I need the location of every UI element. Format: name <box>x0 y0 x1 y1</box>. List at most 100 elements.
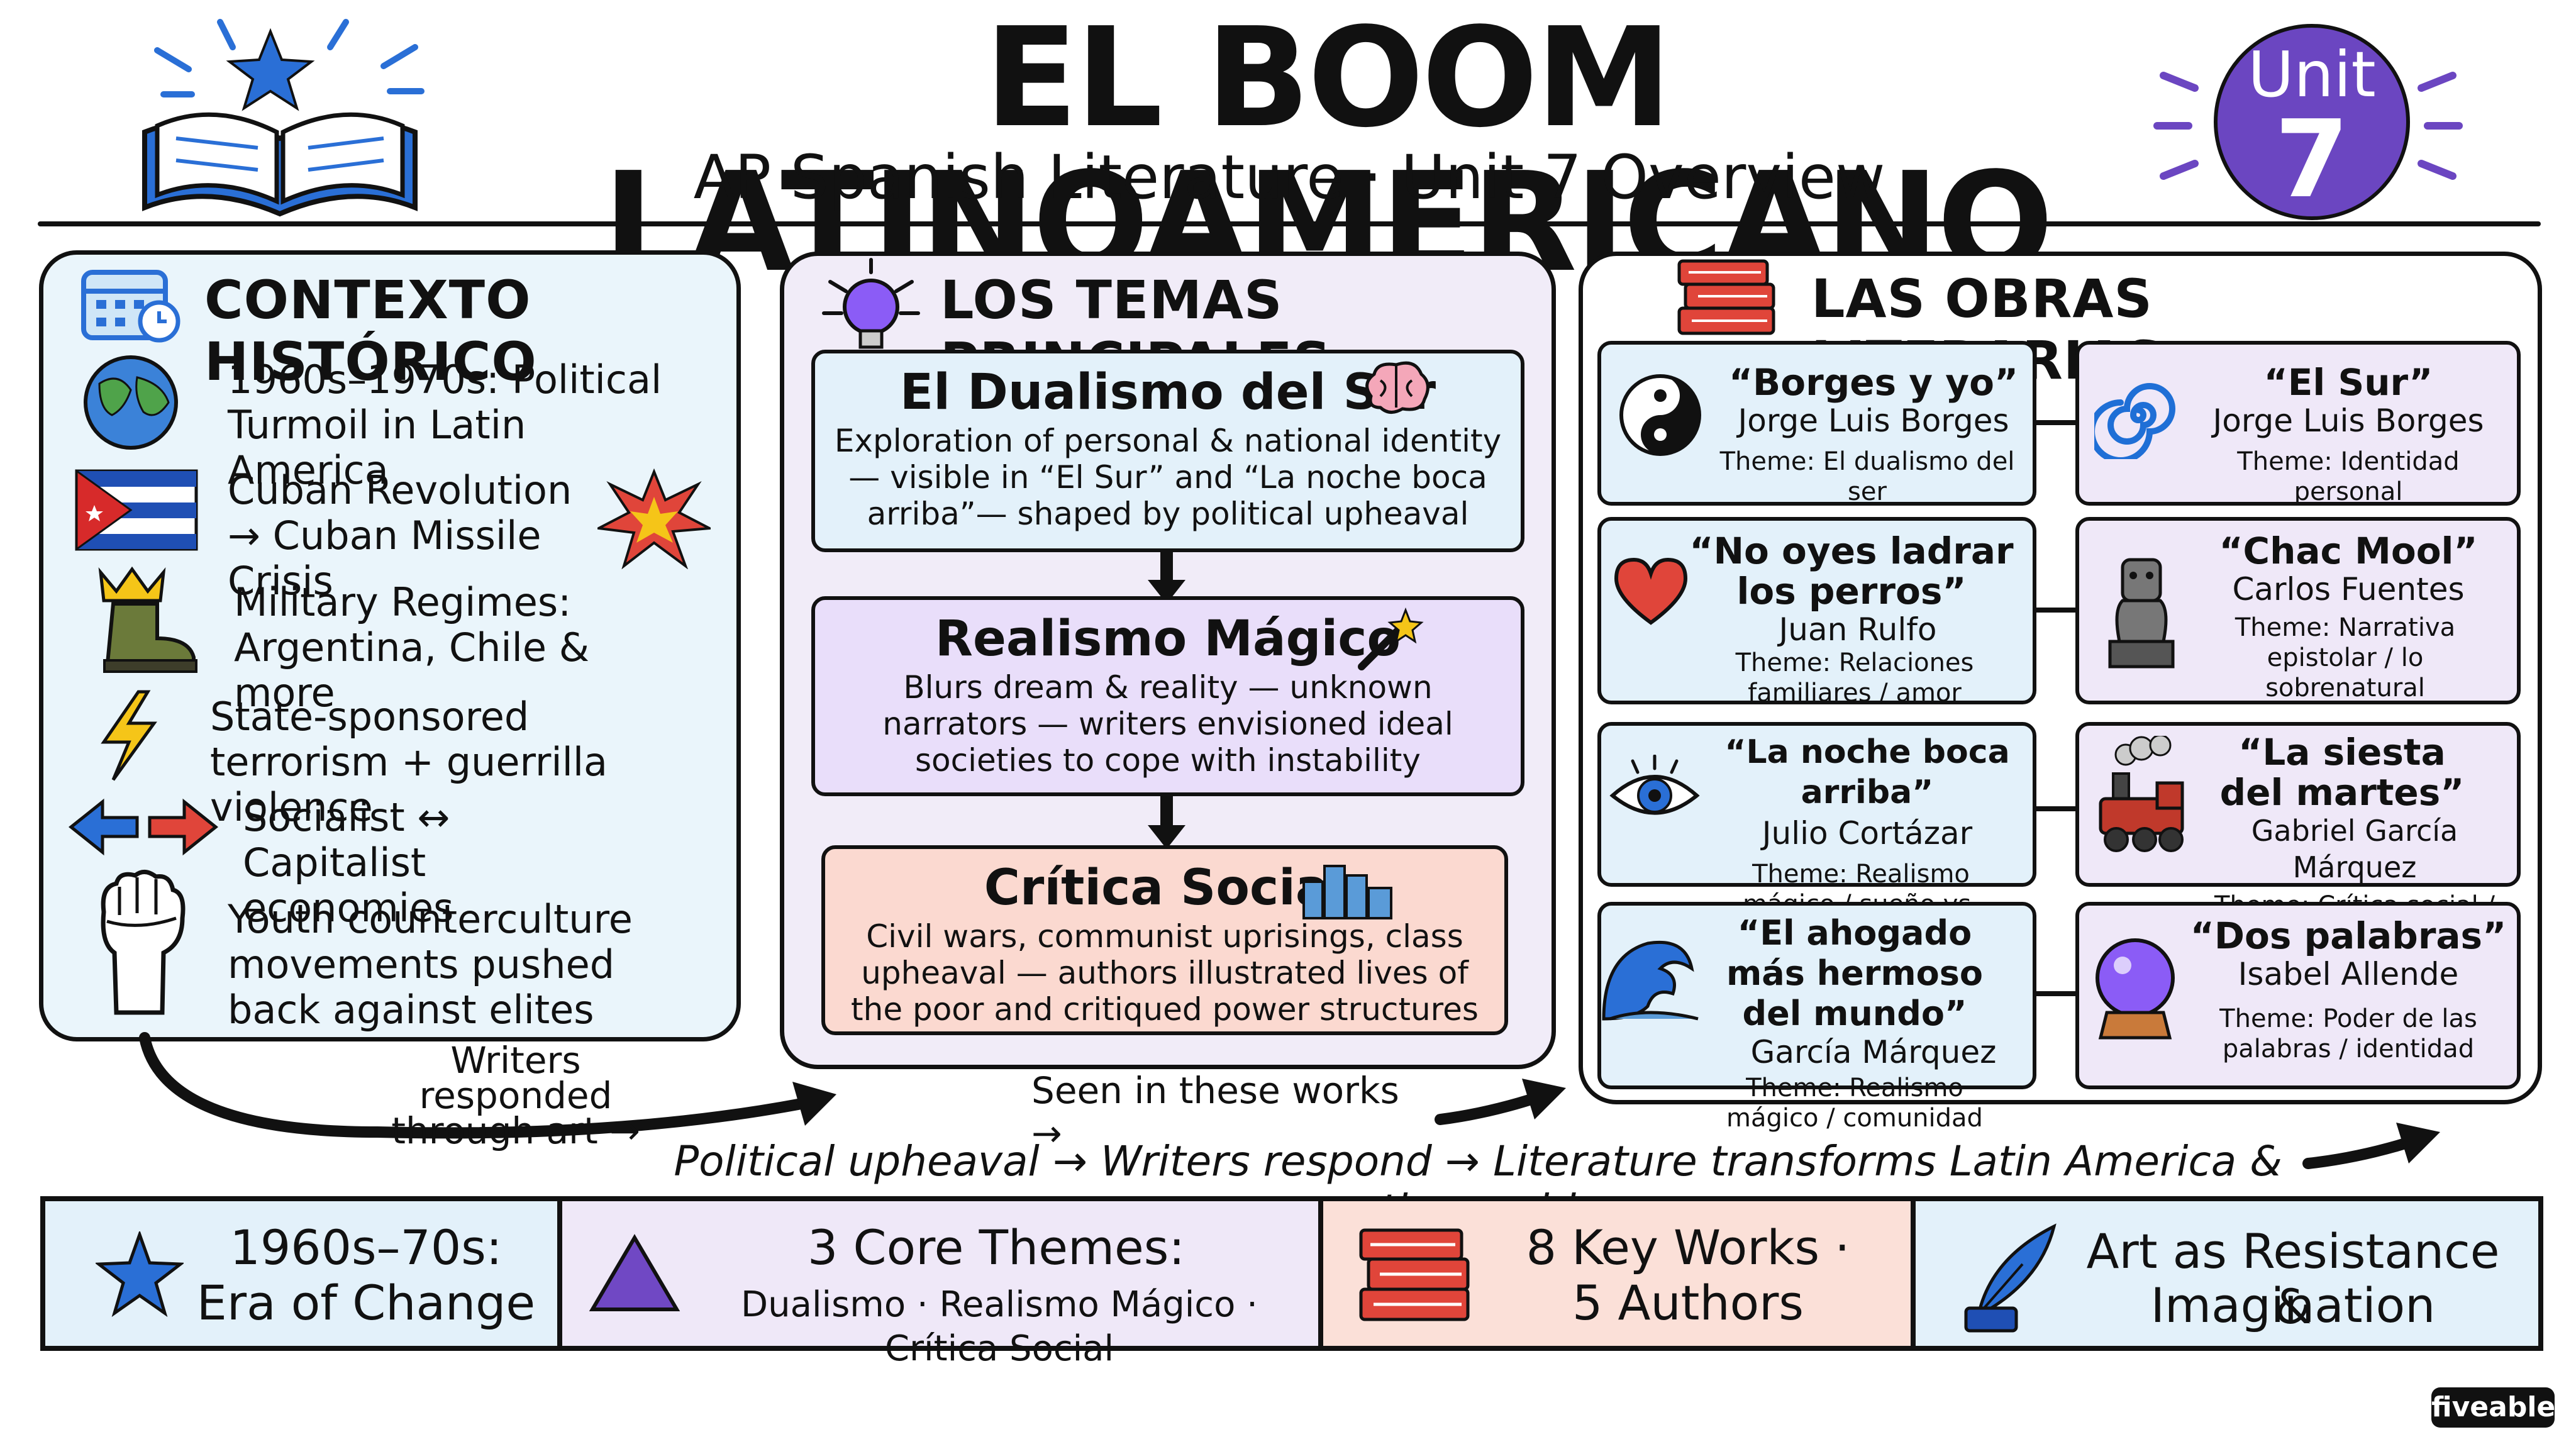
explosion-icon <box>594 468 714 570</box>
flow-arrow-2 <box>1434 1063 1572 1132</box>
contexto-title: CONTEXTO HISTÓRICO <box>204 269 537 392</box>
books-icon <box>1355 1226 1474 1327</box>
contexto-item-5: Youth counterculture movements pushed ba… <box>228 896 633 1033</box>
summary-line1-3: Art as Resistance & <box>2086 1223 2500 1335</box>
spiral-icon <box>2089 371 2182 464</box>
theme-heading-1: Realismo Mágico <box>935 611 1401 667</box>
summary-line1-0: 1960s–70s: <box>230 1219 502 1275</box>
books-icon <box>1673 258 1780 340</box>
work-title-5: “La siesta del martes” <box>2219 731 2465 814</box>
unit-label: Unit <box>2248 38 2376 111</box>
theme-box-critica: Crítica Social Civil wars, communist upr… <box>821 845 1508 1035</box>
raised-fist-icon <box>82 868 195 1019</box>
work-author-5: Gabriel García Márquez <box>2251 814 2458 884</box>
calendar-icon <box>79 261 186 343</box>
lightbulb-icon <box>818 257 924 351</box>
work-card-3: “Chac Mool” Carlos Fuentes Theme: Narrat… <box>2075 517 2521 704</box>
header-book-icon <box>119 13 459 220</box>
work-author-0: Jorge Luis Borges <box>1738 402 2009 439</box>
eye-icon <box>1607 754 1702 824</box>
work-card-2: “No oyes ladrar los perros” Juan Rulfo T… <box>1597 517 2036 708</box>
work-author-4: Julio Cortázar <box>1762 815 1973 852</box>
theme-box-dualismo: El Dualismo del Ser Exploration of perso… <box>811 350 1524 552</box>
unit-number: 7 <box>2274 97 2350 222</box>
summary-line2-3: Imagination <box>2150 1277 2436 1333</box>
work-title-2: “No oyes ladrar los perros” <box>1689 530 2014 613</box>
work-author-2: Juan Rulfo <box>1779 611 1937 648</box>
flow-arrow-3 <box>2302 1107 2446 1176</box>
work-title-6: “El ahogado más hermoso del mundo” <box>1726 913 1983 1033</box>
page-title: EL BOOM LATINOAMERICANO <box>602 0 2053 303</box>
work-theme-3: Theme: Narrativa epistolar / lo sobrenat… <box>2235 613 2456 702</box>
work-theme-6: Theme: Realismo mágico / comunidad <box>1726 1074 1983 1133</box>
quill-icon <box>1953 1220 2060 1333</box>
contexto-item-4: Socialist ↔ Capitalist economies <box>243 794 454 931</box>
contexto-item-2: Military Regimes: Argentina, Chile & mor… <box>234 579 590 716</box>
work-author-3: Carlos Fuentes <box>2232 571 2465 608</box>
brand-logo: fiveable <box>2431 1387 2555 1428</box>
flow-arrow-1 <box>126 1031 849 1157</box>
unit-badge: Unit 7 <box>2214 24 2410 220</box>
summary-cell-2: 8 Key Works · 5 Authors <box>1323 1201 1916 1346</box>
work-card-7: “Dos palabras” Isabel Allende Theme: Pod… <box>2075 902 2521 1089</box>
summary-cell-0: 1960s–70s: Era of Change <box>45 1201 562 1346</box>
down-arrow-icon <box>1145 794 1189 850</box>
yin-yang-icon <box>1616 371 1704 459</box>
wave-icon <box>1597 931 1704 1025</box>
contexto-item-3: State-sponsored terrorism + guerrilla vi… <box>210 694 608 830</box>
contexto-item-1: Cuban Revolution → Cuban Missile Crisis <box>228 467 572 604</box>
connector <box>2034 806 2079 811</box>
two-arrows-icon <box>68 796 219 858</box>
globe-icon <box>74 352 187 453</box>
summary-cell-1: 3 Core Themes: Dualismo · Realismo Mágic… <box>562 1201 1323 1369</box>
connector <box>2034 991 2079 996</box>
city-icon <box>1301 857 1395 919</box>
work-theme-7: Theme: Poder de las palabras / identidad <box>2219 1004 2477 1063</box>
summary-line2-1: Dualismo · Realismo Mágico · Crítica Soc… <box>741 1284 1258 1369</box>
heart-icon <box>1610 553 1692 629</box>
work-card-0: “Borges y yo” Jorge Luis Borges Theme: E… <box>1597 341 2036 506</box>
work-title-7: “Dos palabras” <box>2190 914 2507 957</box>
train-icon <box>2088 734 2195 862</box>
connector <box>2034 608 2079 613</box>
cuba-flag-icon <box>74 469 200 553</box>
work-title-1: “El Sur” <box>2263 361 2433 404</box>
magic-wand-icon <box>1352 604 1428 673</box>
header-divider <box>38 221 2541 226</box>
work-theme-1: Theme: Identidad personal <box>2237 447 2460 506</box>
page-subtitle: AP Spanish Literature · Unit 7 Overview <box>693 142 1885 213</box>
work-author-1: Jorge Luis Borges <box>2212 402 2484 439</box>
work-author-7: Isabel Allende <box>2238 956 2459 992</box>
down-arrow-icon <box>1145 548 1189 605</box>
summary-line2-0: Era of Change <box>196 1275 536 1331</box>
crowned-boot-icon <box>88 566 208 676</box>
theme-heading-2: Crítica Social <box>984 860 1346 916</box>
summary-bar: 1960s–70s: Era of Change 3 Core Themes: … <box>40 1196 2543 1369</box>
summary-line1-1: 3 Core Themes: <box>808 1219 1185 1275</box>
crystal-ball-icon <box>2088 931 2182 1044</box>
triangle-icon <box>587 1233 682 1314</box>
summary-cell-3: Art as Resistance & Imagination <box>1916 1201 2538 1346</box>
work-theme-2: Theme: Relaciones familiares / amor <box>1735 648 1974 708</box>
summary-line1-2: 8 Key Works · <box>1526 1219 1850 1275</box>
theme-heading-0: El Dualismo del Ser <box>899 364 1436 421</box>
badge-rays-icon <box>2151 38 2465 214</box>
work-author-6: García Márquez <box>1750 1034 1997 1070</box>
theme-desc-2: Civil wars, communist uprisings, class u… <box>851 918 1479 1028</box>
temas-footer-note: Seen in these works → <box>1031 1069 1399 1155</box>
work-title-0: “Borges y yo” <box>1728 361 2019 404</box>
lightning-icon <box>94 689 164 783</box>
statue-icon <box>2094 547 2189 673</box>
contexto-item-0: 1960s–1970s: Political Turmoil in Latin … <box>228 357 662 493</box>
work-card-6: “El ahogado más hermoso del mundo” Garcí… <box>1597 902 2036 1133</box>
work-title-4: “La noche boca arriba” <box>1724 733 2010 811</box>
work-theme-0: Theme: El dualismo del ser <box>1719 447 2015 506</box>
star-icon <box>94 1230 185 1319</box>
summary-line2-2: 5 Authors <box>1572 1275 1804 1331</box>
connector <box>2034 420 2079 425</box>
brain-icon <box>1358 358 1434 418</box>
work-title-3: “Chac Mool” <box>2219 530 2478 572</box>
theme-desc-1: Blurs dream & reality — unknown narrator… <box>882 669 1453 779</box>
theme-box-realismo: Realismo Mágico Blurs dream & reality — … <box>811 596 1524 796</box>
contexto-footer-note: Writers responded through art → <box>391 1039 640 1152</box>
